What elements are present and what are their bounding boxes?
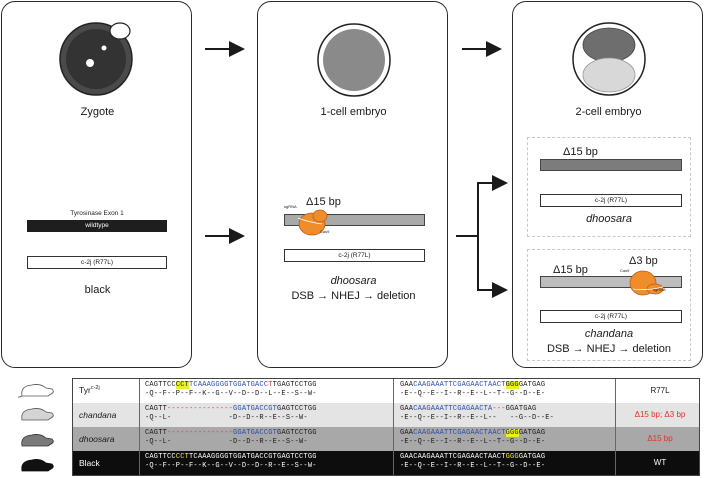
strain-label: black	[84, 284, 111, 296]
box2-mechanism: DSB → NHEJ → deletion	[546, 343, 672, 355]
sequence-table: Tyrc-2j CAGTTCCCCTTCAAAGGGGTGGATGACCTTGA…	[72, 378, 700, 476]
seq1: CAGTTCCCCTTCAAAGGGGTGGATGACCTTGAGTCCTGG …	[145, 381, 317, 398]
box2-sgrna-label: sgRNA	[653, 287, 666, 292]
deletion-label: Δ15 bp	[306, 196, 341, 208]
exon-title: Tyrosinase Exon 1	[70, 210, 124, 217]
result: Δ15 bp	[647, 434, 673, 443]
box2-allele-bar: c-2j (R77L)	[540, 310, 682, 323]
result: WT	[653, 458, 667, 467]
table-row: Black CAGTTCCCCTTCAAAGGGGTGGATGACCGTGAGT…	[73, 451, 699, 475]
table-row: chandana CAGTT---------------GGATGACCGTG…	[73, 403, 699, 427]
seq1: CAGTT---------------GGATGACCGTGAGTCCTGG …	[145, 405, 317, 422]
box2-cas9-label: Cas9	[620, 268, 630, 273]
box1-allele-name: dhoosara	[586, 213, 632, 225]
wildtype-bar: wildtype	[27, 220, 167, 232]
panel-1cell-embryo: 1-cell embryo Δ15 bp sgRNA Cas9 c-2j (R7…	[257, 1, 448, 368]
table-row: dhoosara CAGTT---------------GGATGACCGTG…	[73, 427, 699, 451]
row-name: chandana	[79, 410, 117, 420]
one-cell-caption: 1-cell embryo	[320, 106, 387, 118]
mouse-icon-grey	[21, 434, 54, 447]
chandana-box	[527, 249, 691, 361]
mouse-icon-light-grey	[21, 408, 54, 421]
seq2: GAACAAGAAATTCGAGAACTAACTGGGGATGAG -E--Q-…	[400, 381, 546, 398]
arrow-fork	[456, 182, 505, 291]
seq1: CAGTT---------------GGATGACCGTGAGTCCTGG …	[145, 429, 317, 446]
row-name: Black	[79, 458, 100, 468]
two-cell-caption: 2-cell embryo	[575, 106, 642, 118]
seq1: CAGTTCCCCTTCAAAGGGGTGGATGACCGTGAGTCCTGG …	[145, 453, 317, 470]
box1-allele-bar: c-2j (R77L)	[540, 194, 682, 207]
cas9-complex-icon	[297, 209, 328, 236]
result: R77L	[650, 386, 670, 395]
cas9-label: Cas9	[320, 229, 330, 234]
result: Δ15 bp; Δ3 bp	[634, 410, 686, 419]
col-sep	[393, 379, 394, 475]
zygote-caption: Zygote	[80, 106, 115, 118]
box2-deletion-right: Δ3 bp	[629, 255, 658, 267]
col-sep	[615, 379, 616, 475]
box1-grey-bar	[540, 159, 682, 171]
mouse-icon-white	[18, 384, 54, 398]
zygote-cell-icon	[59, 22, 133, 96]
seq2: GAACAAGAAATTCGAGAACTAACTGGGGATGAG -E--Q-…	[400, 453, 546, 470]
row-name: Tyrc-2j	[79, 385, 100, 395]
mechanism-text: DSB → NHEJ → deletion	[291, 290, 416, 302]
box2-deletion-left: Δ15 bp	[553, 264, 588, 276]
allele-name: dhoosara	[330, 275, 377, 287]
panel-2cell-embryo: 2-cell embryo Δ15 bp c-2j (R77L) dhoosar…	[512, 1, 703, 368]
dhoosara-box	[527, 137, 691, 237]
seq2: GAACAAGAAATTCGAGAACTA---GGATGAG -E--Q--E…	[400, 405, 555, 422]
arrows	[205, 41, 508, 298]
sgrna-label: sgRNA	[284, 204, 297, 209]
two-cell-embryo-icon	[572, 22, 646, 96]
col-sep	[139, 379, 140, 475]
allele-bar: c-2j (R77L)	[27, 256, 167, 269]
allele-bar: c-2j (R77L)	[284, 249, 425, 262]
box2-cas9-complex-icon	[629, 270, 664, 296]
row-name: dhoosara	[79, 434, 115, 444]
panel-zygote: Zygote Tyrosinase Exon 1 wildtype c-2j (…	[1, 1, 192, 368]
table-row: Tyrc-2j CAGTTCCCCTTCAAAGGGGTGGATGACCTTGA…	[73, 379, 699, 403]
one-cell-embryo-icon	[317, 23, 391, 97]
mouse-icon-black	[21, 459, 54, 472]
box1-deletion: Δ15 bp	[563, 146, 598, 158]
box2-allele-name: chandana	[584, 328, 634, 340]
seq2: GAACAAGAAATTCGAGAACTAACTGGGGATGAG -E--Q-…	[400, 429, 546, 446]
